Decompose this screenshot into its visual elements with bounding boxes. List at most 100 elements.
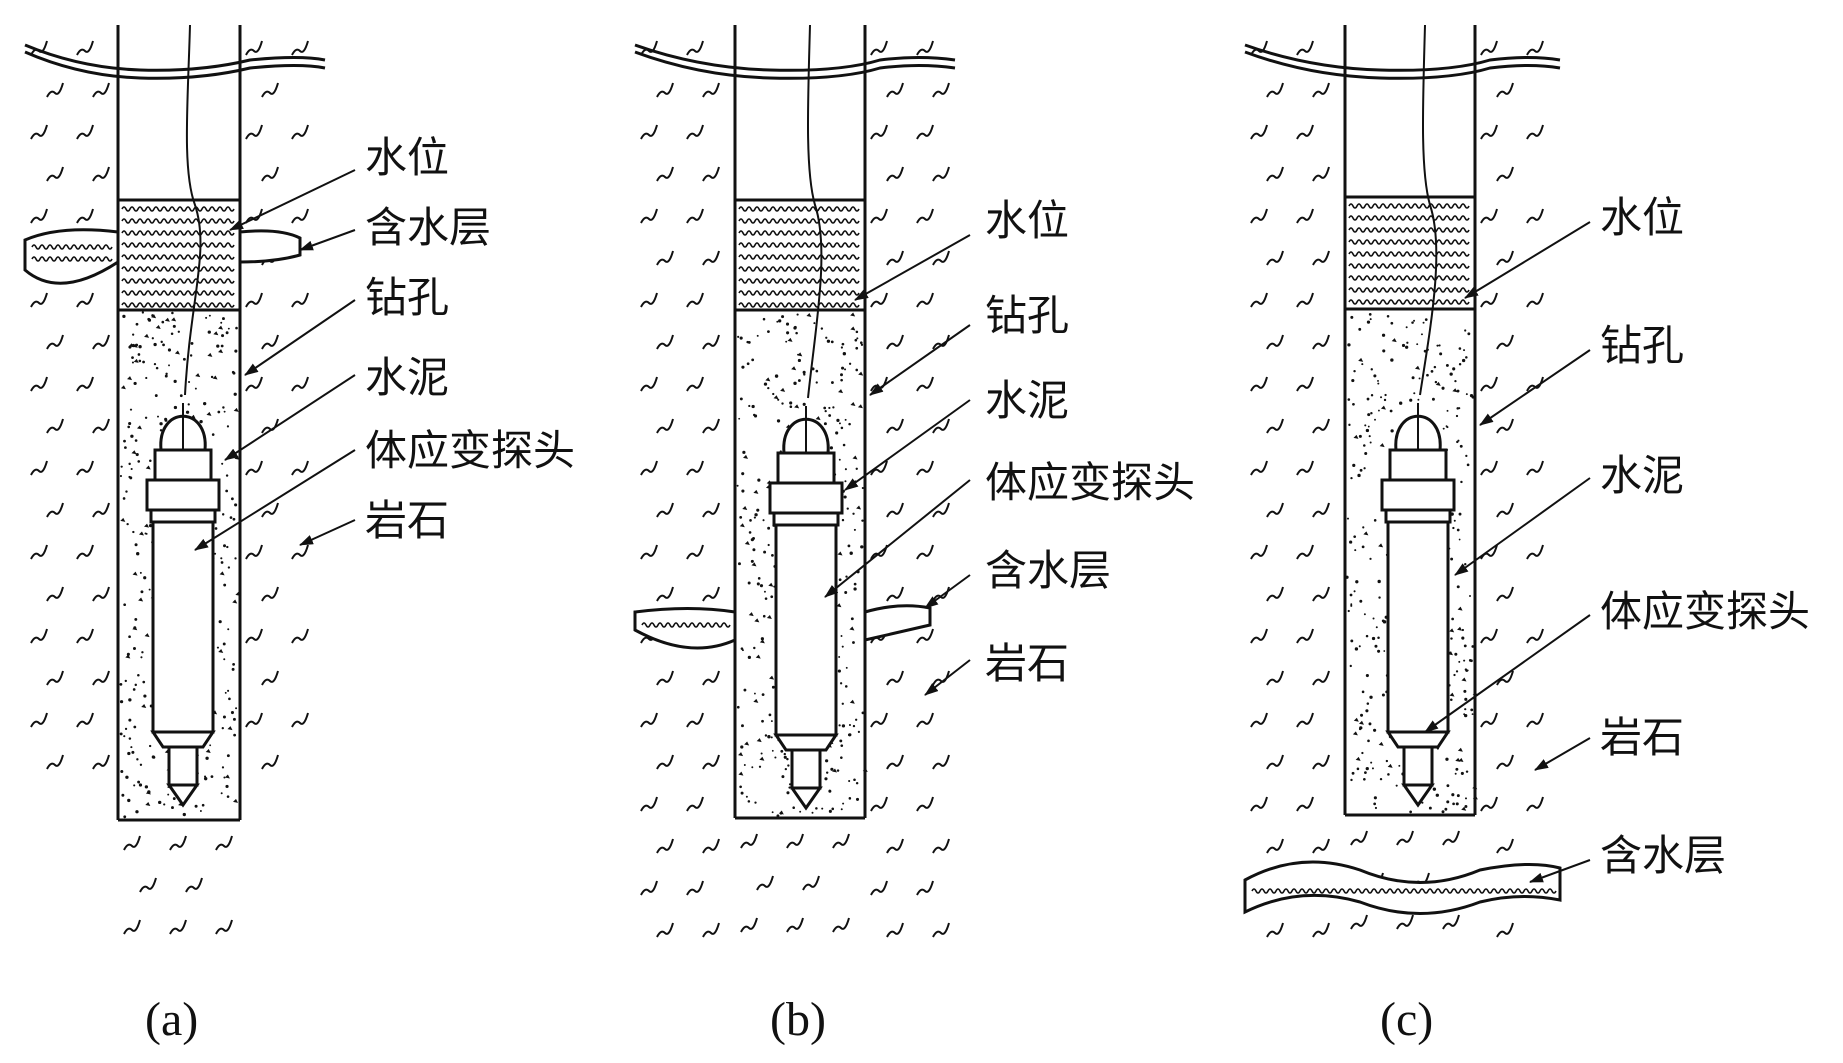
cement-dot	[229, 516, 233, 519]
rock-hatch-mark	[1480, 124, 1498, 140]
cement-fleck	[1378, 741, 1384, 746]
cement-fleck	[1352, 731, 1358, 736]
cement-fleck	[738, 771, 744, 776]
cement-dot	[736, 484, 739, 487]
rock-hatch-mark	[870, 544, 888, 560]
rock-hatch-mark	[686, 712, 704, 728]
rock-hatch-mark	[76, 376, 94, 392]
rock-hatch-mark	[1480, 40, 1498, 56]
cement-dot	[1455, 670, 1459, 673]
ground-surface-2	[24, 50, 326, 80]
cement-dot	[1405, 326, 1408, 329]
cement-fleck	[1380, 405, 1386, 410]
cement-dot	[855, 368, 859, 372]
arrow-aquifer	[1529, 859, 1591, 883]
rock-hatch-mark	[932, 250, 950, 266]
cement-dot	[1370, 394, 1374, 397]
cement-dot	[1446, 800, 1450, 804]
cement-dot	[853, 587, 857, 591]
probe-collar	[1388, 448, 1448, 482]
cement-dot	[1418, 377, 1421, 380]
cement-dot	[140, 656, 143, 659]
cement-dot	[223, 658, 226, 661]
cement-dot	[767, 543, 770, 547]
cement-dot	[1349, 540, 1353, 544]
cement-dot	[761, 693, 765, 697]
cement-fleck	[759, 756, 765, 761]
cement-dot	[119, 732, 123, 736]
cement-dot	[860, 343, 864, 346]
cement-dot	[815, 381, 818, 384]
probe-collar	[776, 451, 836, 485]
cement-fleck	[797, 352, 803, 357]
cement-dot	[1350, 476, 1353, 480]
cement-dot	[126, 652, 130, 656]
cement-dot	[839, 682, 843, 685]
cement-dot	[1350, 315, 1354, 319]
ground-surface	[1244, 43, 1561, 72]
rock-hatch-mark	[1250, 544, 1268, 560]
cement-dot	[1385, 759, 1389, 763]
cement-dot	[1386, 314, 1390, 318]
cement-dot	[838, 422, 841, 425]
probe-body	[151, 520, 215, 734]
cement-dot	[134, 543, 138, 547]
cement-dot	[154, 394, 158, 397]
cement-dot	[125, 775, 129, 779]
aquifer-layer-right	[238, 229, 302, 264]
rock-hatch-mark	[1526, 124, 1544, 140]
cement-dot	[1373, 802, 1377, 806]
cement-dot	[144, 416, 148, 419]
rock-hatch-mark	[686, 292, 704, 308]
cement-fleck	[769, 675, 775, 680]
cement-dot	[1390, 321, 1394, 325]
water-zone	[1348, 203, 1470, 305]
cement-dot	[760, 637, 764, 641]
cement-fleck	[832, 768, 838, 773]
cement-dot	[837, 669, 841, 673]
rock-hatch-mark	[30, 292, 48, 308]
cement-dot	[128, 421, 132, 426]
rock-hatch-mark	[261, 502, 279, 518]
cement-dot	[1420, 333, 1423, 336]
ground-surface	[634, 43, 956, 72]
rock-hatch-mark	[1296, 376, 1314, 392]
probe-tip	[1401, 783, 1435, 808]
cement-dot	[182, 812, 186, 817]
cement-dot	[861, 519, 864, 522]
cement-dot	[844, 480, 847, 483]
rock-hatch-mark	[1480, 796, 1498, 812]
cement-dot	[1380, 396, 1383, 399]
cement-fleck	[759, 639, 765, 644]
cement-dot	[757, 577, 761, 580]
rock-hatch-mark	[30, 544, 48, 560]
cement-dot	[155, 366, 159, 370]
rock-hatch-mark	[261, 670, 279, 686]
water-wave-line	[121, 254, 235, 260]
cement-fleck	[1472, 795, 1478, 800]
rock-hatch-mark	[76, 628, 94, 644]
water-wave-line	[31, 244, 113, 250]
rock-hatch-mark	[870, 796, 888, 812]
cement-dot	[1362, 526, 1365, 529]
cement-dot	[1455, 767, 1459, 771]
cement-dot	[771, 554, 774, 557]
cement-dot	[189, 354, 193, 357]
cement-dot	[205, 756, 209, 760]
cement-fleck	[145, 790, 151, 795]
cement-dot	[767, 526, 771, 530]
cement-dot	[153, 362, 157, 366]
cement-fleck	[233, 798, 239, 803]
cement-dot	[1370, 761, 1373, 764]
cement-dot	[220, 561, 224, 564]
arrow-aquifer	[924, 574, 971, 609]
cement-dot	[820, 327, 824, 330]
cement-dot	[225, 784, 229, 789]
rock-hatch-mark	[1312, 166, 1330, 182]
rock-hatch-mark	[1526, 628, 1544, 644]
cement-dot	[1452, 526, 1455, 530]
water-wave-line	[31, 256, 113, 262]
rock-hatch-mark	[76, 40, 94, 56]
cement-fleck	[144, 523, 150, 528]
cement-dot	[144, 532, 147, 535]
